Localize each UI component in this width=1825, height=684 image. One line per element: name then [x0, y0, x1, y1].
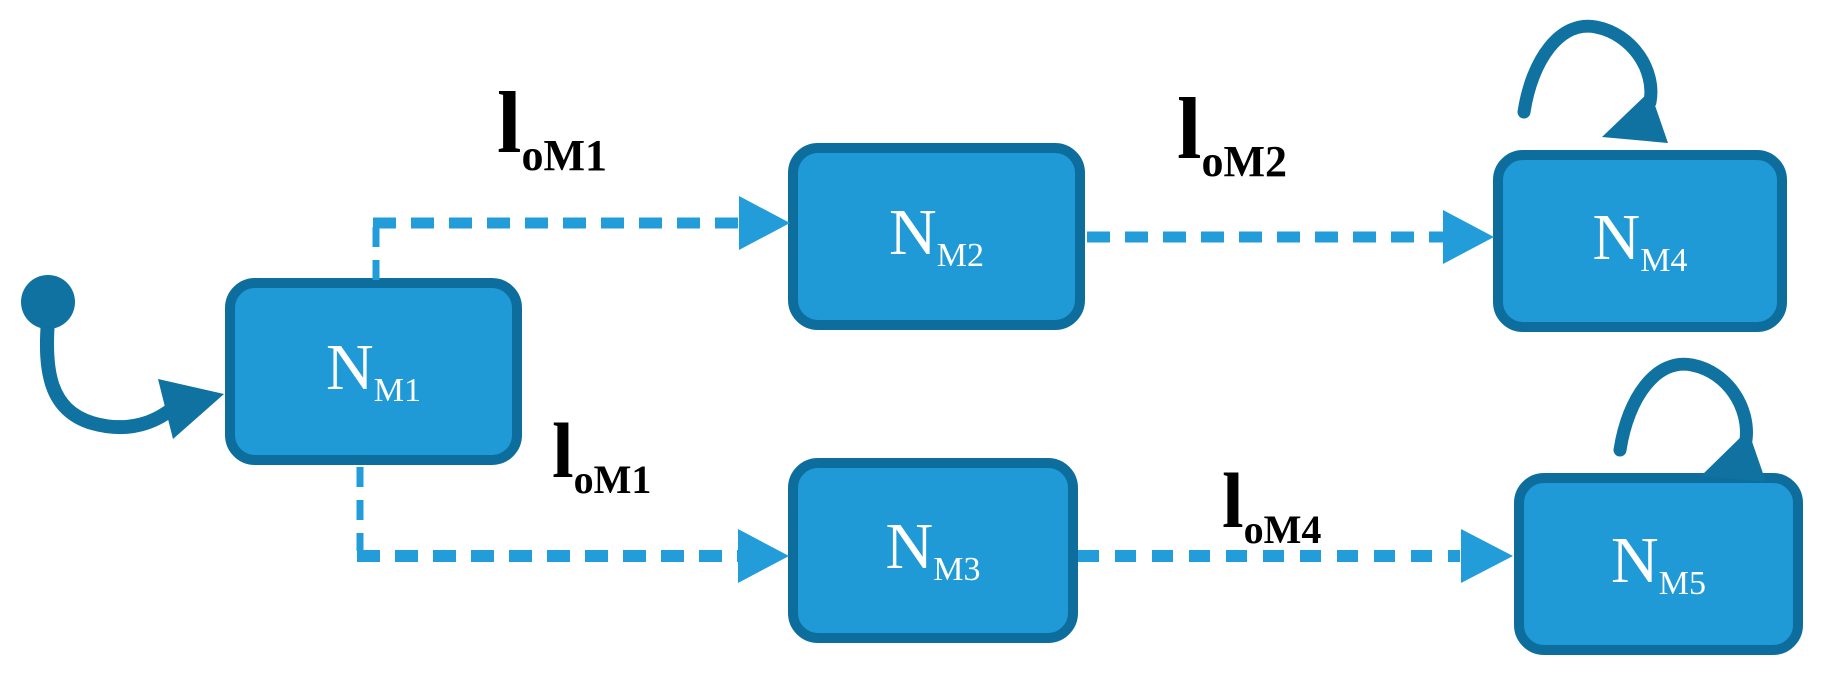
edge-label-l-om1-top-main: l [497, 75, 522, 172]
edge-label-l-om4-sub: oM4 [1243, 507, 1322, 552]
self-loop-nm4-curve [1517, 19, 1658, 119]
node-nm2-label: NM2 [889, 200, 984, 273]
node-nm3: NM3 [788, 458, 1078, 643]
edge-label-l-om4: loM4 [1222, 462, 1321, 550]
node-nm1-label: NM1 [326, 335, 421, 408]
edge-label-l-om1-bottom-sub: oM1 [573, 457, 652, 502]
edge-label-l-om2-sub: oM2 [1201, 137, 1287, 186]
initial-state-arrowhead-icon [158, 379, 224, 439]
initial-state-arrow-curve [39, 313, 180, 435]
edge-nm1-nm2-arrowhead-icon [739, 196, 790, 250]
edge-nm1-nm3-arrowhead-icon [738, 529, 789, 583]
node-nm5-sub: M5 [1658, 564, 1706, 602]
edge-label-l-om1-bottom-main: l [552, 407, 574, 494]
initial-state-dot [21, 275, 75, 329]
edge-label-l-om1-bottom: loM1 [552, 412, 651, 500]
node-nm3-main: N [885, 510, 934, 583]
node-nm2-main: N [889, 196, 937, 269]
node-nm4-label: NM4 [1593, 204, 1688, 279]
node-nm5-main: N [1611, 523, 1659, 597]
node-nm5-label: NM5 [1611, 527, 1706, 602]
edge-label-l-om2: loM2 [1177, 86, 1287, 184]
edge-label-l-om4-main: l [1222, 457, 1244, 544]
self-loop-nm4-arrowhead-icon [1602, 91, 1668, 143]
node-nm2-sub: M2 [936, 237, 984, 274]
node-nm4-sub: M4 [1640, 241, 1688, 279]
edge-nm3-nm5-arrowhead-icon [1461, 529, 1513, 583]
node-nm1-main: N [326, 331, 374, 404]
edge-label-l-om1-top-sub: oM1 [521, 131, 607, 180]
node-nm3-sub: M3 [933, 551, 981, 588]
node-nm1-sub: M1 [373, 372, 421, 409]
node-nm3-label: NM3 [886, 514, 981, 587]
node-nm4-main: N [1592, 200, 1641, 274]
self-loop-nm5-curve [1613, 357, 1753, 457]
node-nm1: NM1 [225, 278, 522, 465]
edge-nm2-nm4-arrowhead-icon [1443, 210, 1494, 264]
node-nm2: NM2 [788, 143, 1085, 330]
edge-label-l-om2-main: l [1177, 81, 1202, 178]
edge-label-l-om1-top: loM1 [497, 80, 607, 178]
node-nm5: NM5 [1514, 473, 1803, 655]
node-nm4: NM4 [1493, 150, 1787, 332]
